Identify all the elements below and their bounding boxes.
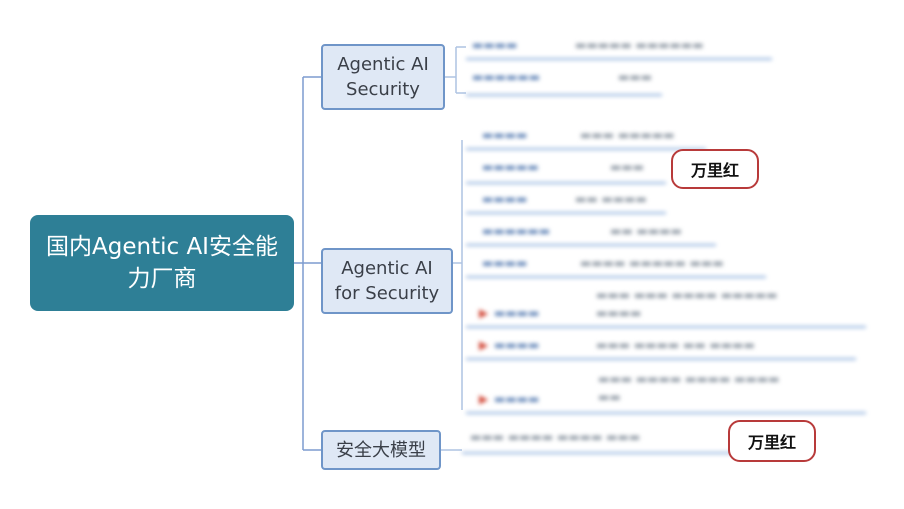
- branch-node-agentic-ai-for-security: Agentic AI for Security: [321, 248, 453, 314]
- callout-wanlihong-1: 万里红: [671, 149, 759, 189]
- callout-wanlihong-2: 万里红: [728, 420, 816, 462]
- branch-label-line: Agentic AI: [337, 54, 429, 75]
- branch-node-agentic-ai-security: Agentic AI Security: [321, 44, 445, 110]
- root-label: 国内Agentic AI安全能力厂商: [46, 234, 278, 292]
- branch-label-line: Security: [346, 79, 420, 100]
- callout-text: 万里红: [747, 433, 796, 452]
- branch-label-line: Agentic AI: [341, 258, 433, 279]
- branch-label: 安全大模型: [336, 439, 426, 461]
- branch-label-line: for Security: [334, 283, 440, 304]
- root-node: 国内Agentic AI安全能力厂商: [30, 215, 294, 311]
- branch-node-security-llm: 安全大模型: [321, 430, 441, 470]
- callout-text: 万里红: [690, 161, 739, 180]
